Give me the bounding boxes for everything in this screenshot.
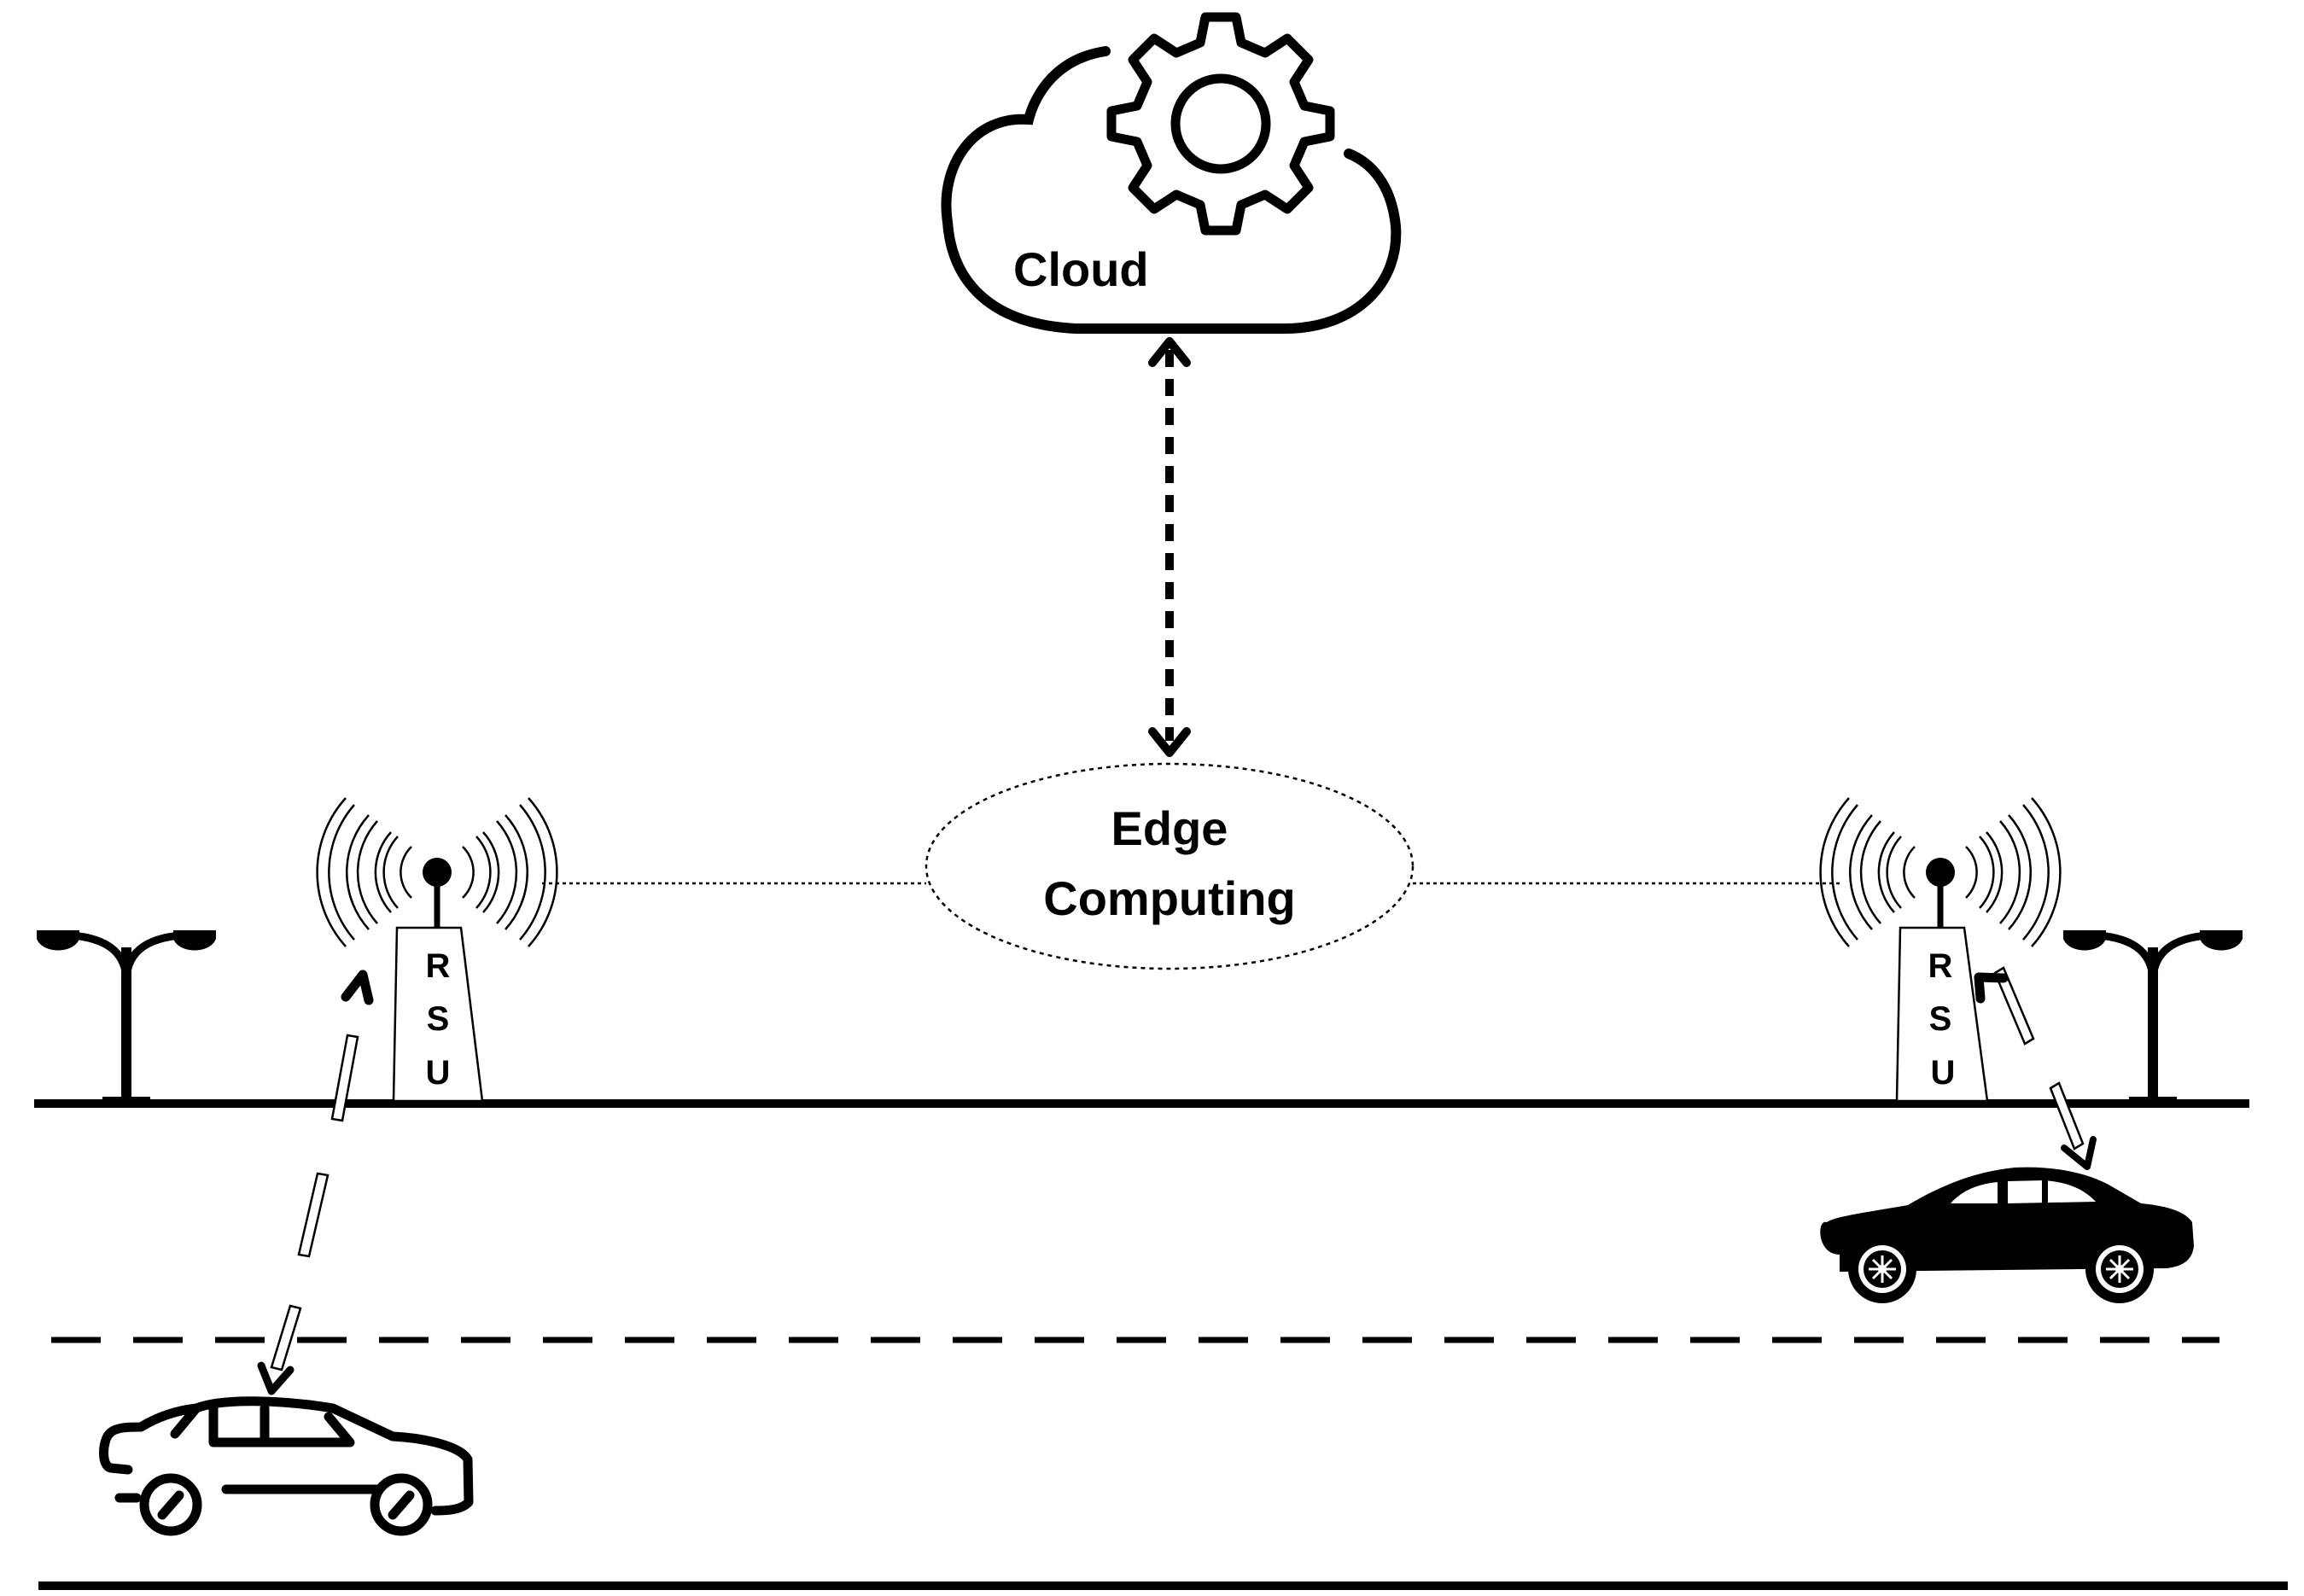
street-lamp-icon	[37, 930, 216, 1105]
rsu-left-letter-s: S	[427, 1000, 450, 1038]
rsu-right-letter-s: S	[1929, 1000, 1952, 1038]
rsu-right-letter-u: U	[1931, 1054, 1956, 1092]
rsu-right: R S U	[1819, 797, 2062, 1103]
road	[34, 1099, 2288, 1590]
cloud-icon	[941, 46, 1402, 334]
antenna-icon	[316, 797, 558, 1103]
rsu-left-letter-r: R	[426, 947, 451, 985]
edge-label-line1: Edge	[1111, 801, 1228, 855]
rsu-right-letter-r: R	[1928, 947, 1953, 985]
car-filled-icon	[1820, 1167, 2194, 1303]
rsu-left: R S U	[316, 797, 558, 1103]
edge-computing-node: Edge Computing	[925, 762, 1414, 970]
car-outline-icon	[99, 1396, 474, 1536]
cloud-node: Cloud	[941, 12, 1402, 334]
rsu-left-letter-u: U	[426, 1054, 451, 1092]
cloud-label: Cloud	[1013, 242, 1149, 296]
antenna-icon	[1819, 797, 2062, 1103]
cloud-edge-link	[1148, 337, 1191, 757]
street-lamp-icon	[2063, 930, 2243, 1105]
car-rsu-right-link	[1974, 966, 2097, 1170]
car-rsu-left-link	[257, 970, 374, 1395]
gear-icon	[1106, 12, 1335, 236]
edge-label-line2: Computing	[1043, 871, 1295, 925]
